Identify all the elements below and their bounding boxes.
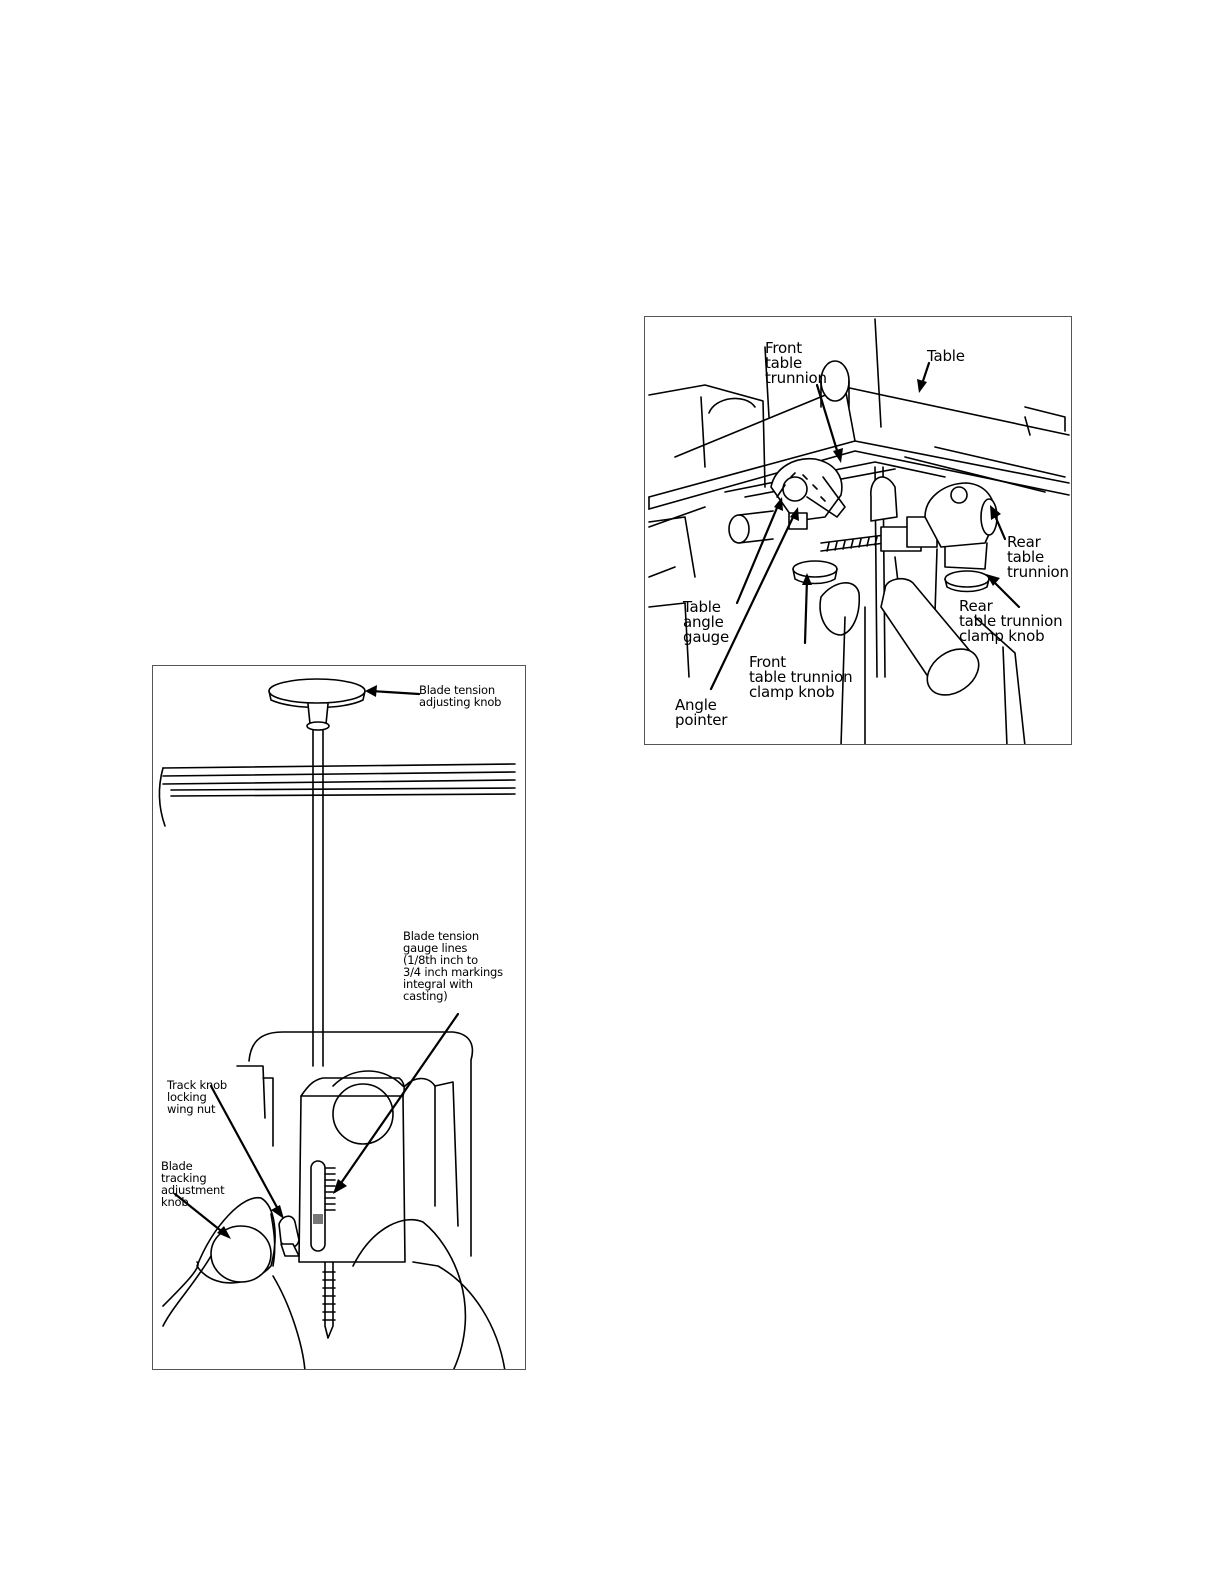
label-wing-nut: Track knob locking wing nut xyxy=(167,1078,228,1116)
label-tracking-knob: Blade tracking adjustment knob xyxy=(161,1159,225,1209)
table-trunnion-figure: Front table trunnion Table Rear table tr… xyxy=(644,316,1072,745)
label-angle-gauge: Table angle gauge xyxy=(683,598,729,646)
label-table: Table xyxy=(927,347,965,365)
label-blade-tension-knob: Blade tension adjusting knob xyxy=(419,683,502,709)
blade-tension-figure: Blade tension adjusting knob Blade tensi… xyxy=(152,665,526,1370)
label-front-clamp-knob: Front table trunnion clamp knob xyxy=(749,653,853,701)
table-trunnion-illustration xyxy=(648,318,1070,744)
label-rear-clamp-knob: Rear table trunnion clamp knob xyxy=(959,597,1063,645)
label-gauge-lines: Blade tension gauge lines (1/8th inch to… xyxy=(403,929,503,1003)
label-angle-pointer: Angle pointer xyxy=(675,696,728,729)
label-rear-trunnion: Rear table trunnion xyxy=(1007,533,1069,581)
blade-tension-illustration xyxy=(158,678,516,1369)
label-front-trunnion: Front table trunnion xyxy=(765,339,827,387)
